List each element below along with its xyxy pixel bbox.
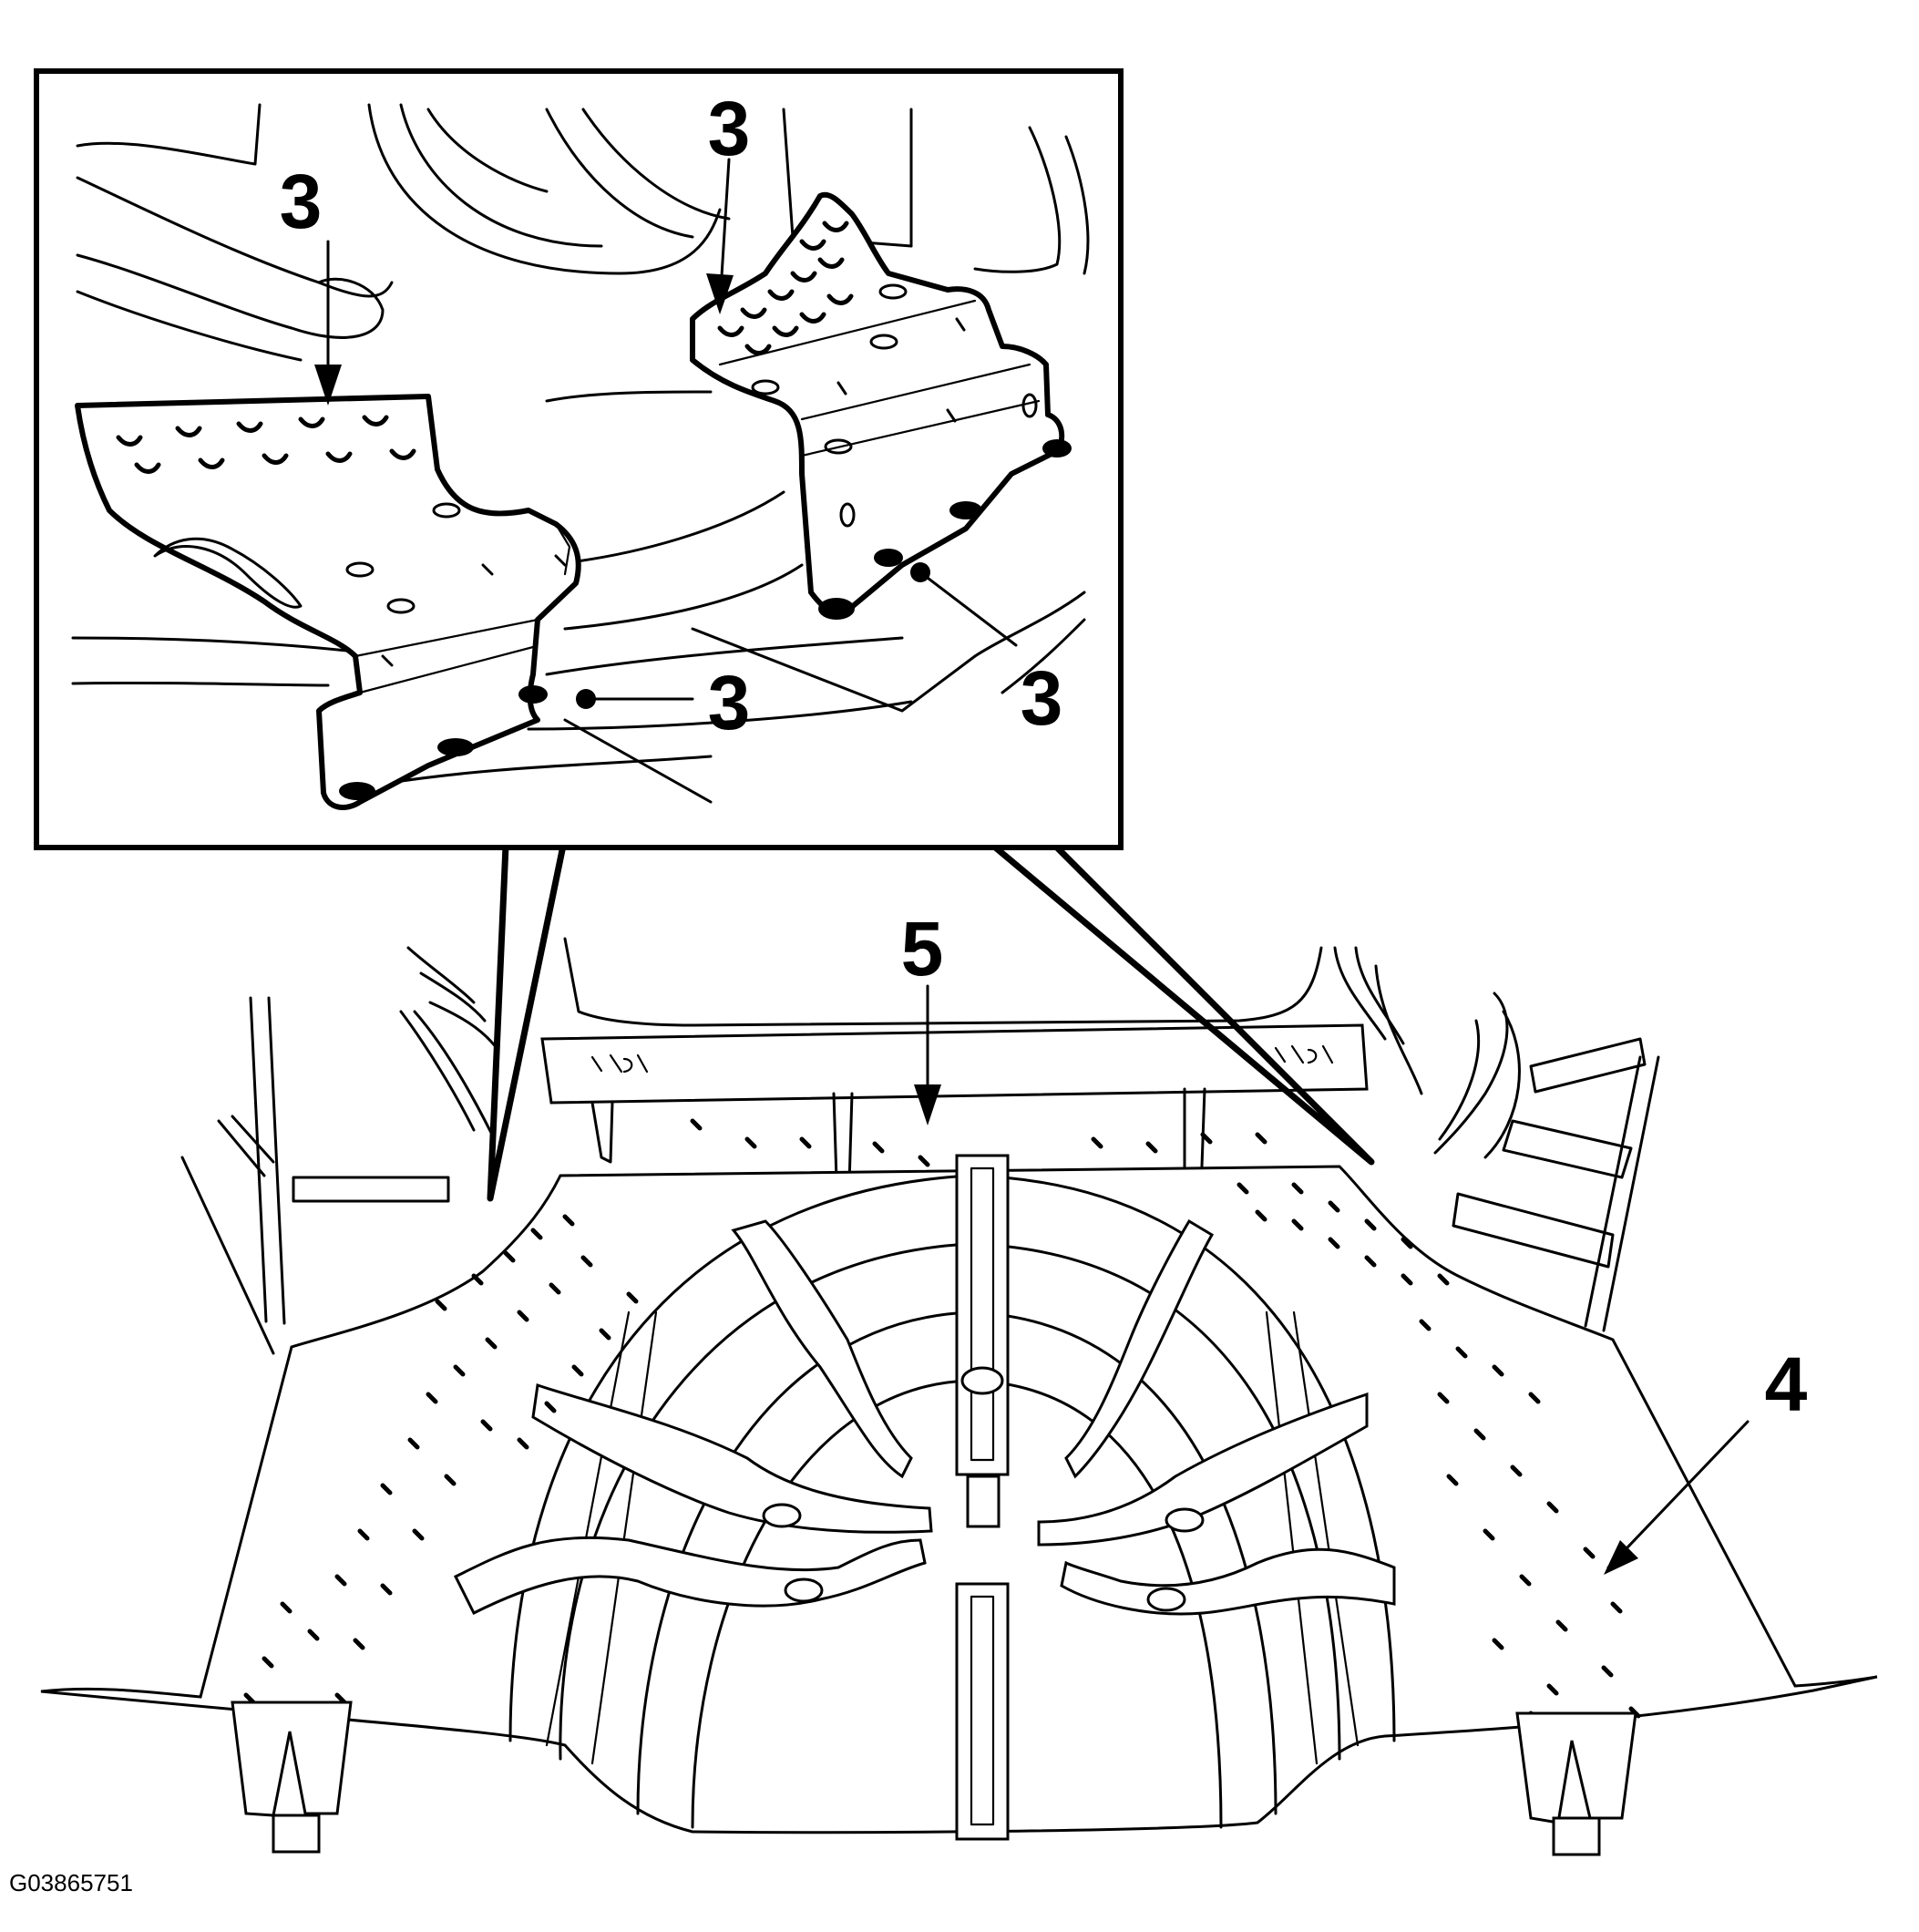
left-bracket-weld-pads	[339, 685, 548, 800]
bottom-brackets	[231, 1701, 1637, 1856]
callout-4: 4	[1765, 1341, 1808, 1427]
center-rails	[955, 1154, 1010, 1841]
callout-3-lower-right: 3	[1021, 655, 1063, 741]
crossmember	[540, 1023, 1369, 1194]
right-slots	[1452, 1037, 1647, 1269]
body-background-lines	[180, 937, 1660, 1355]
callout-3-top-right: 3	[708, 86, 751, 171]
figure-code: G03865751	[9, 1869, 133, 1896]
inset-leader-left	[487, 842, 567, 1202]
callout-3-lower-left: 3	[708, 660, 751, 745]
inset-background-lines	[71, 103, 1090, 804]
right-bracket	[690, 191, 1072, 620]
callout-3-top-left: 3	[280, 159, 323, 244]
callout-5: 5	[901, 906, 944, 992]
inset-arrows	[314, 158, 1018, 709]
main-arrows	[914, 984, 1750, 1575]
left-bracket-holes	[116, 415, 416, 474]
right-bracket-weld-pads	[818, 439, 1072, 620]
left-bracket	[75, 394, 581, 810]
curved-straps	[453, 1218, 1396, 1616]
right-bracket-holes	[717, 221, 854, 355]
spot-welds-main	[243, 1118, 1641, 1742]
inset-leader-right	[990, 842, 1375, 1166]
left-slot	[292, 1176, 450, 1203]
detail-inset: 3 3 3 3	[34, 68, 1375, 1202]
main-view	[40, 937, 1878, 1856]
floor-panel	[40, 1165, 1878, 1834]
